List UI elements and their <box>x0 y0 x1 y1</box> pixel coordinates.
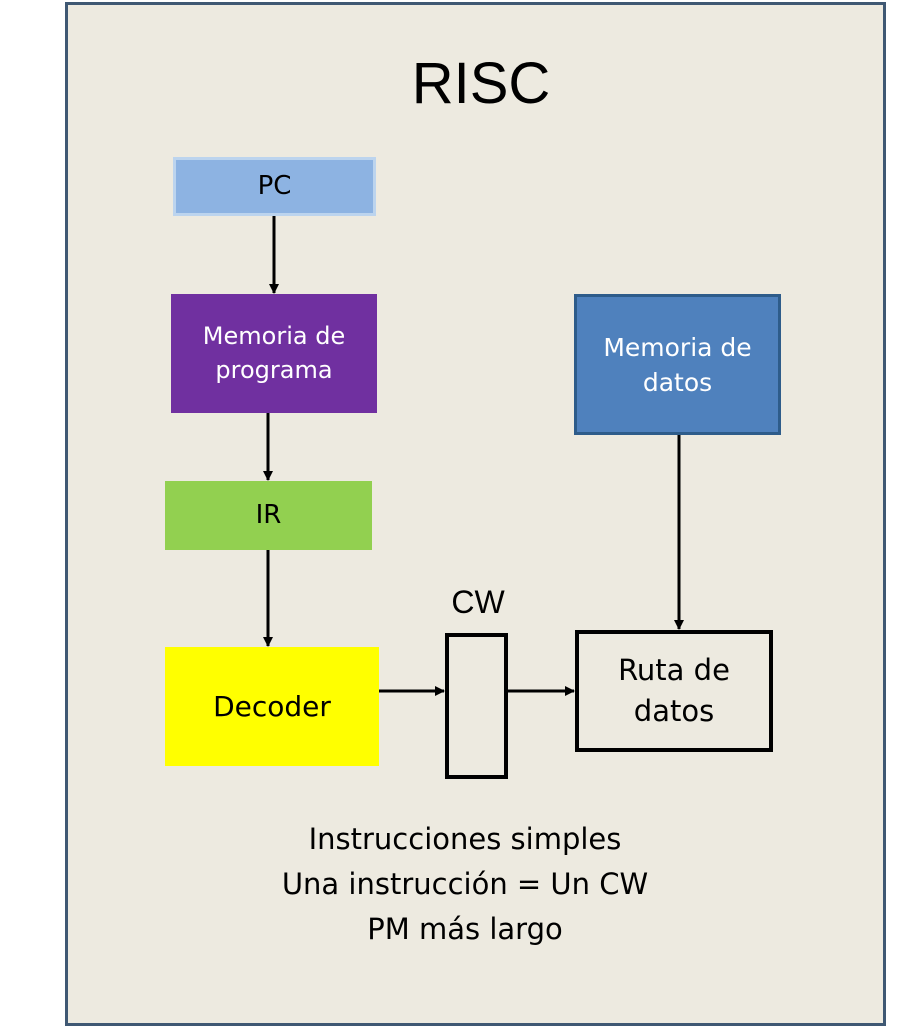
decoder-label: Decoder <box>213 689 331 723</box>
data-memory-block: Memoria de datos <box>574 294 781 435</box>
datapath-block: Ruta de datos <box>575 630 773 752</box>
cw-label: CW <box>451 584 505 620</box>
data-memory-label-line2: datos <box>642 367 713 397</box>
pc-block: PC <box>173 157 376 216</box>
cw-register-block <box>445 633 508 779</box>
program-memory-label-line2: programa <box>215 355 333 384</box>
decoder-block: Decoder <box>165 647 379 766</box>
data-memory-label-line1: Memoria de <box>603 332 752 362</box>
diagram-title: RISC <box>411 51 551 116</box>
note-line-3: PM más largo <box>367 912 563 946</box>
ir-block: IR <box>165 481 372 550</box>
program-memory-block: Memoria de programa <box>171 294 377 413</box>
notes-block: Instrucciones simples Una instrucción = … <box>265 817 665 952</box>
datapath-label-line1: Ruta de <box>618 653 730 688</box>
ir-label: IR <box>255 500 282 531</box>
note-line-1: Instrucciones simples <box>308 822 622 856</box>
program-memory-label-line1: Memoria de <box>202 321 346 350</box>
datapath-label-line2: datos <box>633 694 715 728</box>
pc-label: PC <box>257 171 292 202</box>
note-line-2: Una instrucción = Un CW <box>281 867 649 901</box>
